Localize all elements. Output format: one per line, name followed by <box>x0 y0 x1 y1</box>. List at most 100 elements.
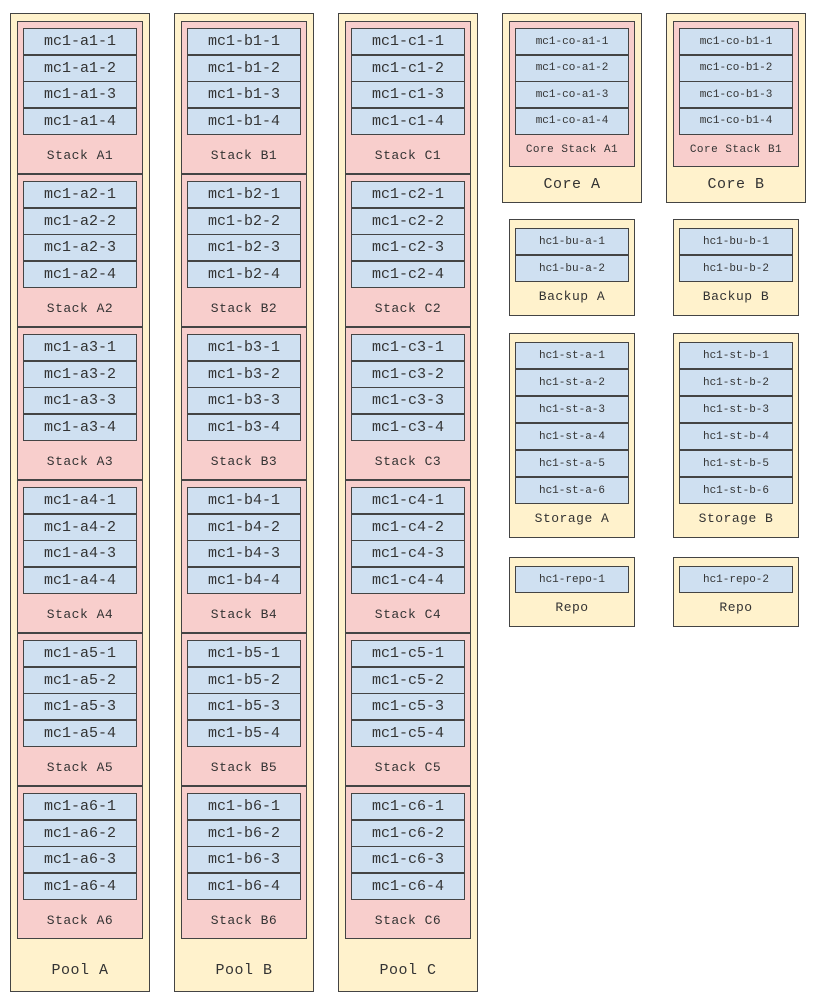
node: hc1-st-a-5 <box>515 450 629 477</box>
node: mc1-co-a1-4 <box>515 107 629 135</box>
node: mc1-c2-2 <box>351 207 465 235</box>
group-label: Backup A <box>538 289 606 304</box>
stack-label: Stack A5 <box>46 760 114 775</box>
stack-label: Stack C3 <box>374 454 442 469</box>
group-label: Repo <box>555 600 589 615</box>
node: mc1-co-b1-3 <box>679 81 793 108</box>
node: mc1-co-b1-4 <box>679 107 793 135</box>
node: mc1-b2-2 <box>187 207 301 235</box>
stack-label: Stack C6 <box>374 913 442 928</box>
node: mc1-a2-3 <box>23 234 137 261</box>
node: mc1-a5-1 <box>23 640 137 667</box>
node: mc1-c2-1 <box>351 181 465 208</box>
node: mc1-a3-1 <box>23 334 137 361</box>
node: mc1-b5-3 <box>187 693 301 720</box>
node: mc1-a1-3 <box>23 81 137 108</box>
group-label: Storage B <box>698 511 774 526</box>
node: mc1-a4-3 <box>23 540 137 567</box>
node: hc1-st-b-2 <box>679 369 793 396</box>
node: mc1-a4-2 <box>23 513 137 541</box>
node: mc1-b5-4 <box>187 719 301 747</box>
node: mc1-b2-4 <box>187 260 301 288</box>
node: mc1-c6-2 <box>351 819 465 847</box>
stack-label: Stack A3 <box>46 454 114 469</box>
node: mc1-c5-4 <box>351 719 465 747</box>
stack-label: Stack C2 <box>374 301 442 316</box>
node: mc1-c3-2 <box>351 360 465 388</box>
node: mc1-b6-4 <box>187 872 301 900</box>
node: hc1-bu-b-1 <box>679 228 793 255</box>
node: hc1-bu-a-2 <box>515 255 629 282</box>
node: hc1-st-a-4 <box>515 423 629 450</box>
node: mc1-co-b1-2 <box>679 54 793 82</box>
node: mc1-c1-4 <box>351 107 465 135</box>
stack-label: Stack B4 <box>210 607 278 622</box>
node: hc1-st-b-6 <box>679 477 793 504</box>
node: mc1-c4-2 <box>351 513 465 541</box>
node: mc1-c3-1 <box>351 334 465 361</box>
node: mc1-co-a1-1 <box>515 28 629 55</box>
core-label: Core B <box>707 176 765 193</box>
node: mc1-a4-4 <box>23 566 137 594</box>
node: mc1-b3-1 <box>187 334 301 361</box>
stack-label: Stack C4 <box>374 607 442 622</box>
node: mc1-a6-2 <box>23 819 137 847</box>
node: hc1-st-b-5 <box>679 450 793 477</box>
node: mc1-a1-4 <box>23 107 137 135</box>
node: mc1-b1-4 <box>187 107 301 135</box>
node: mc1-a3-2 <box>23 360 137 388</box>
node: mc1-a3-3 <box>23 387 137 414</box>
node: mc1-b5-1 <box>187 640 301 667</box>
core-label: Core A <box>543 176 601 193</box>
node: mc1-a6-1 <box>23 793 137 820</box>
node: mc1-b1-3 <box>187 81 301 108</box>
pool-label: Pool C <box>379 962 437 979</box>
node: mc1-c4-3 <box>351 540 465 567</box>
pool-label: Pool B <box>215 962 273 979</box>
group-label: Storage A <box>534 511 610 526</box>
stack-label: Stack B5 <box>210 760 278 775</box>
node: mc1-c6-4 <box>351 872 465 900</box>
node: hc1-st-b-3 <box>679 396 793 423</box>
node: mc1-a1-1 <box>23 28 137 55</box>
stack-label: Stack A2 <box>46 301 114 316</box>
node: mc1-a6-4 <box>23 872 137 900</box>
node: mc1-co-b1-1 <box>679 28 793 55</box>
node: mc1-b4-4 <box>187 566 301 594</box>
node: mc1-c5-2 <box>351 666 465 694</box>
node: mc1-c5-3 <box>351 693 465 720</box>
node: mc1-b4-3 <box>187 540 301 567</box>
pool-label: Pool A <box>51 962 109 979</box>
node: hc1-st-a-3 <box>515 396 629 423</box>
stack-label: Stack B3 <box>210 454 278 469</box>
node: mc1-c2-4 <box>351 260 465 288</box>
node: mc1-a2-2 <box>23 207 137 235</box>
stack-label: Stack A1 <box>46 148 114 163</box>
node: mc1-b5-2 <box>187 666 301 694</box>
node: mc1-co-a1-2 <box>515 54 629 82</box>
node: mc1-b1-1 <box>187 28 301 55</box>
node: mc1-a5-2 <box>23 666 137 694</box>
node: hc1-st-b-1 <box>679 342 793 369</box>
node: mc1-b1-2 <box>187 54 301 82</box>
core-stack-label: Core Stack A1 <box>525 144 619 156</box>
node: mc1-b6-3 <box>187 846 301 873</box>
node: mc1-c3-4 <box>351 413 465 441</box>
node: mc1-b3-2 <box>187 360 301 388</box>
node: mc1-b3-4 <box>187 413 301 441</box>
node: hc1-bu-b-2 <box>679 255 793 282</box>
core-stack-label: Core Stack B1 <box>689 144 783 156</box>
node: mc1-c5-1 <box>351 640 465 667</box>
stack-label: Stack B6 <box>210 913 278 928</box>
node: mc1-b2-1 <box>187 181 301 208</box>
stack-label: Stack A6 <box>46 913 114 928</box>
node: hc1-st-b-4 <box>679 423 793 450</box>
stack-label: Stack B2 <box>210 301 278 316</box>
node: mc1-c2-3 <box>351 234 465 261</box>
node: hc1-st-a-2 <box>515 369 629 396</box>
node: mc1-b4-1 <box>187 487 301 514</box>
node: mc1-a2-1 <box>23 181 137 208</box>
node: mc1-a2-4 <box>23 260 137 288</box>
stack-label: Stack C5 <box>374 760 442 775</box>
node: hc1-bu-a-1 <box>515 228 629 255</box>
